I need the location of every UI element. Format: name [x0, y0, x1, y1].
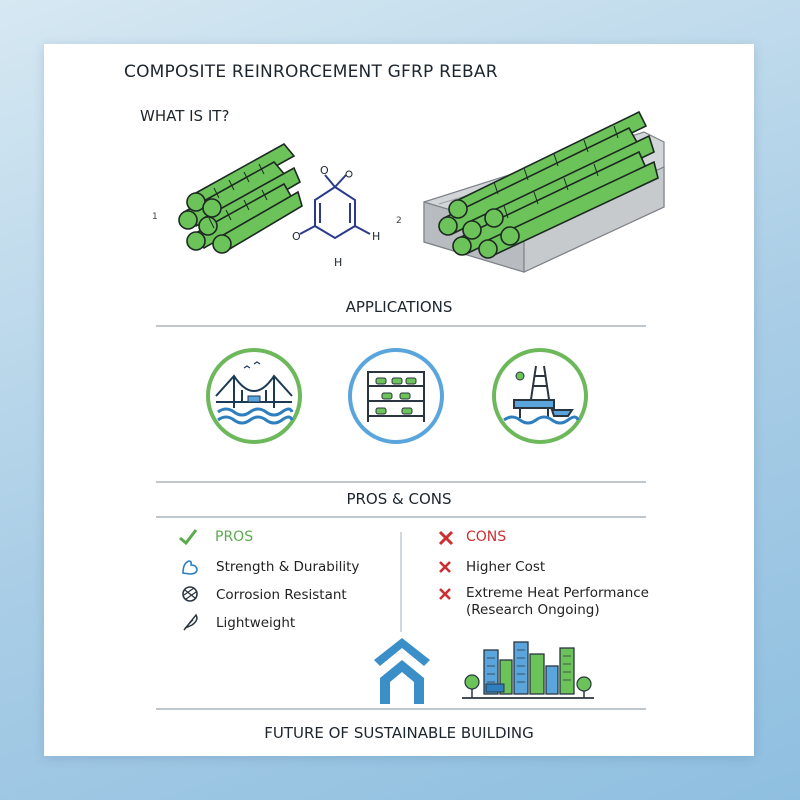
applications-heading: APPLICATIONS	[345, 298, 453, 316]
cons-item: Extreme Heat Performance	[466, 585, 649, 601]
molecule-diagram: O O H H	[292, 164, 380, 269]
cons-item: Higher Cost	[466, 559, 546, 575]
check-icon	[179, 529, 198, 546]
pros-item: Corrosion Resistant	[216, 587, 347, 603]
cons-heading: CONS	[466, 529, 507, 545]
section-what-is-it: WHAT IS IT?	[140, 107, 230, 125]
up-arrow-logo	[374, 638, 430, 704]
page-title: COMPOSITE REINRORCEMENT GFRP REBAR	[124, 62, 498, 82]
bridge-icon	[206, 348, 302, 444]
cons-item-note: (Research Ongoing)	[466, 602, 600, 618]
corrosion-icon	[182, 586, 198, 602]
atom-h-right: H	[372, 230, 380, 243]
x-icon	[439, 588, 451, 600]
pros-heading: PROS	[215, 529, 254, 545]
feather-icon	[183, 613, 198, 631]
rebar-in-concrete-image	[423, 110, 665, 273]
atom-h-bottom: H	[334, 256, 342, 269]
divider	[156, 481, 646, 483]
rebar-bundle-image	[178, 142, 303, 254]
x-icon	[438, 530, 454, 546]
figure-label-1: 1	[152, 212, 158, 222]
city-skyline-image	[462, 641, 594, 699]
atom-o-left: O	[292, 230, 301, 243]
offshore-platform-icon	[492, 348, 588, 444]
strength-icon	[182, 560, 198, 575]
pros-item: Strength & Durability	[216, 559, 360, 575]
pros-cons-heading: PROS & CONS	[346, 490, 452, 508]
pros-item: Lightweight	[216, 615, 296, 631]
parking-garage-icon	[348, 348, 444, 444]
footer-title: FUTURE OF SUSTAINABLE BUILDING	[264, 724, 534, 742]
atom-o-top: O	[320, 164, 329, 177]
x-icon	[439, 561, 451, 573]
column-divider	[400, 532, 402, 632]
divider	[156, 325, 646, 327]
divider	[156, 708, 646, 710]
infographic-card: COMPOSITE REINRORCEMENT GFRP REBAR WHAT …	[44, 44, 754, 756]
divider	[156, 516, 646, 518]
figure-label-2: 2	[396, 216, 402, 226]
